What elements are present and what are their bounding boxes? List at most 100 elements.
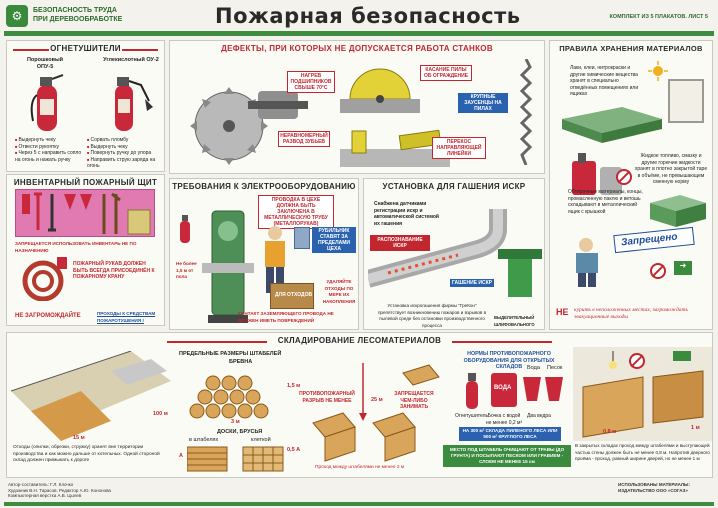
log-stack-icon: [189, 375, 269, 419]
kit-info: КОМПЛЕКТ ИЗ 5 ПЛАКАТОВ. ЛИСТ 5: [609, 14, 708, 20]
list-item: Выдернуть чеку: [87, 144, 163, 151]
switch-box: [294, 227, 310, 249]
no-block-note: ПРОХОДЫ К СРЕДСТВАМ ПОЖАРОТУШЕНИЯ !: [97, 311, 156, 323]
indoor-no-fire-sign-icon: [629, 353, 645, 369]
storage-fuel-note: Жидкое топливо, смазку и другие горючие …: [634, 153, 708, 185]
gap-value: 25 м: [371, 397, 383, 403]
storage-flammables-note: Лаки, клеи, нитрокраски и другие химичес…: [570, 65, 639, 97]
band-saw-icon: [202, 210, 254, 323]
water-label: Вода: [527, 365, 540, 371]
open-storage-yard-icon: [11, 351, 171, 441]
sparks-panel: УСТАНОВКА ДЛЯ ГАШЕНИЯ ИСКР Снабжена датч…: [363, 178, 545, 330]
dim-100-label: 100 м: [153, 411, 168, 417]
extinguishers-panel: ОГНЕТУШИТЕЛИ Порошковый ОПУ-5 Углекислот…: [6, 40, 165, 172]
powder-extinguisher-name: Порошковый ОПУ-5: [26, 57, 64, 70]
no-block-warning: НЕ ЗАГРОМОЖДАЙТЕ: [15, 313, 81, 319]
poster-title: Пожарная безопасность: [215, 4, 521, 28]
board-tools-icon: [22, 192, 151, 235]
lumber-waste-note: Отходы (опилки, обрезки, стружку) хранят…: [13, 445, 160, 463]
fire-board-illustration: [15, 189, 155, 237]
sand-label: Песок: [547, 365, 563, 371]
saw-blade-burrs-icon: [519, 59, 533, 165]
worker-smoking-icon: [576, 238, 598, 287]
hose-note: ПОЖАРНЫЙ РУКАВ ДОЛЖЕН БЫТЬ ВСЕГДА ПРИСОЕ…: [73, 261, 155, 280]
wall-extinguisher-icon: [180, 215, 190, 243]
in-stacks-label: в штабелях: [189, 437, 219, 443]
board-warning: ЗАПРЕЩАЕТСЯ ИСПОЛЬЗОВАТЬ ИНВЕНТАРЬ НЕ ПО…: [15, 241, 137, 253]
lumber-title: СКЛАДИРОВАНИЕ ЛЕСОМАТЕРИАЛОВ: [277, 336, 442, 345]
waste-note: УДАЛЯЙТЕ ОТХОДЫ ПО МЕРЕ ИХ НАКОПЛЕНИЯ: [322, 279, 356, 304]
storage-room-icon: [562, 107, 662, 143]
no-occupy-label: ЗАПРЕЩАЕТСЯ ЧЕМ-ЛИБО ЗАНИМАТЬ: [394, 391, 434, 410]
list-item: Выдернуть чеку: [15, 137, 83, 144]
boards-label: ДОСКИ, БРУСЬЯ: [217, 429, 263, 435]
title-underline: [167, 341, 267, 343]
stack-sizes-title: ПРЕДЕЛЬНЫЕ РАЗМЕРЫ ШТАБЕЛЕЙ: [179, 351, 282, 357]
board-stacks-icon: [187, 446, 284, 472]
storage-rags-note: Обтирочные материалы, концы, промасленну…: [568, 189, 643, 215]
electrical-title: ТРЕБОВАНИЯ К ЭЛЕКТРООБОРУДОВАНИЮ: [172, 182, 356, 191]
defects-panel: ДЕФЕКТЫ, ПРИ КОТОРЫХ НЕ ДОПУСКАЕТСЯ РАБО…: [169, 40, 545, 174]
no-fire-sign-icon: [616, 169, 632, 185]
contact-note: КОНТАКТ ЗАЗЕМЛЯЮЩЕГО ПРОВОДА НЕ ДОЛЖЕН И…: [238, 311, 334, 323]
powder-instructions: Выдернуть чеку Отвести рукоятку Через 5 …: [15, 137, 83, 163]
powder-extinguisher-icon: [30, 74, 64, 131]
title-underline: [122, 49, 158, 51]
open-extinguisher-icon: [466, 373, 478, 409]
height-note: Не более 1,5 м от пола: [176, 261, 197, 279]
list-item: Повернуть ручку до упора: [87, 150, 163, 157]
storage-warning-prefix: НЕ: [556, 307, 569, 317]
defect-guard-label: КАСАНИЕ ПИЛЫ ОБ ОГРАЖДЕНИЕ: [420, 65, 472, 81]
dim-0-5-label: 0,5 А: [287, 447, 301, 453]
title-underline: [13, 49, 49, 51]
storage-warning-text: курить в неположенных местах, загроможда…: [574, 307, 689, 320]
defect-burrs-label: КРУПНЫЕ ЗАУСЕНЦЫ НА ПИЛАХ: [458, 93, 508, 113]
storage-cabinet: [668, 79, 704, 123]
defect-skew-label: ПЕРЕКОС НАПРАВЛЯЮЩЕЙ ЛИНЕЙКИ: [432, 137, 486, 159]
buckets-icon: [523, 377, 563, 401]
sensors-note: Снабжена датчиками регистрации искр и ав…: [374, 201, 440, 227]
lumber-rows-icon: [312, 363, 440, 462]
dim-1-5-label: 1,5 м: [287, 383, 301, 389]
dim-1m-label: 1 м: [691, 425, 700, 431]
equipment-title: НОРМЫ ПРОТИВОПОЖАРНОГО ОБОРУДОВАНИЯ ДЛЯ …: [463, 351, 555, 370]
dim-08-label: 0,8 м: [603, 429, 617, 435]
in-cages-label: клеткой: [251, 437, 271, 443]
spark-extinguish-label: ГАШЕНИЕ ИСКР: [450, 279, 494, 287]
worker-icon: [265, 226, 285, 293]
list-item: Через 5 с направить сопло на огонь и наж…: [15, 150, 83, 163]
fire-hose-icon: [22, 257, 67, 301]
sources: ИСПОЛЬЗОВАНЫ МАТЕРИАЛЫ: ИЗДАТЕЛЬСТВО ООО…: [618, 482, 690, 493]
switch-note: РУБИЛЬНИК СТАВЯТ ЗА ПРЕДЕЛАМИ ЦЕХА: [312, 227, 356, 253]
metal-box-icon: [650, 195, 706, 227]
beams-label: БРЕВНА: [229, 359, 253, 365]
sparks-title: УСТАНОВКА ДЛЯ ГАШЕНИЯ ИСКР: [382, 182, 526, 191]
fence-guide-icon: [340, 129, 450, 167]
series-logo-icon: ⚙: [6, 5, 28, 27]
indoor-warehouse-icon: [573, 347, 712, 441]
header-divider: [4, 31, 714, 36]
extinguisher-label: Огнетушитель: [455, 413, 489, 419]
saw-guard-icon: [340, 68, 420, 113]
extinguishers-title: ОГНЕТУШИТЕЛИ: [50, 44, 121, 53]
circular-saw-icon: [190, 87, 268, 165]
fire-board-title: ИНВЕНТАРНЫЙ ПОЖАРНЫЙ ЩИТ: [13, 178, 158, 187]
electrical-panel: ТРЕБОВАНИЯ К ЭЛЕКТРООБОРУДОВАНИЮ ПРОВОДК…: [169, 178, 359, 330]
forbidden-sign: Запрещено: [613, 226, 695, 254]
cleanup-note: МЕСТО ПОД ШТАБЕЛЬ ОЧИЩАЮТ ОТ ТРАВЫ (ДО Г…: [443, 445, 571, 467]
wiring-note: ПРОВОДКА В ЦЕХЕ ДОЛЖНА БЫТЬ ЗАКЛЮЧЕНА В …: [258, 195, 334, 229]
two-buckets-label: Два ведра: [527, 413, 551, 419]
storage-panel: ПРАВИЛА ХРАНЕНИЯ МАТЕРИАЛОВ Лаки, клеи, …: [549, 40, 713, 330]
dim-3-label: 3 м: [231, 419, 240, 425]
sparks-description: Установка искрогашения фирмы "ГреКон" пр…: [377, 303, 487, 328]
defects-title: ДЕФЕКТЫ, ПРИ КОТОРЫХ НЕ ДОПУСКАЕТСЯ РАБО…: [221, 44, 493, 53]
co2-instructions: Сорвать пломбу Выдернуть чеку Повернуть …: [87, 137, 163, 170]
passage-note: Проход между штабелями не менее 2 м: [315, 465, 405, 470]
no-smoking-sign-icon: [650, 263, 666, 279]
lumber-panel: СКЛАДИРОВАНИЕ ЛЕСОМАТЕРИАЛОВ 100 м 15 м …: [6, 332, 713, 478]
water-barrel-icon: ВОДА: [491, 373, 517, 407]
series-name: БЕЗОПАСНОСТЬ ТРУДА ПРИ ДЕРЕВООБРАБОТКЕ: [33, 7, 123, 23]
waste-box: ДЛЯ ОТХОДОВ: [270, 283, 314, 309]
bearing-shaft-icon: [248, 91, 308, 119]
